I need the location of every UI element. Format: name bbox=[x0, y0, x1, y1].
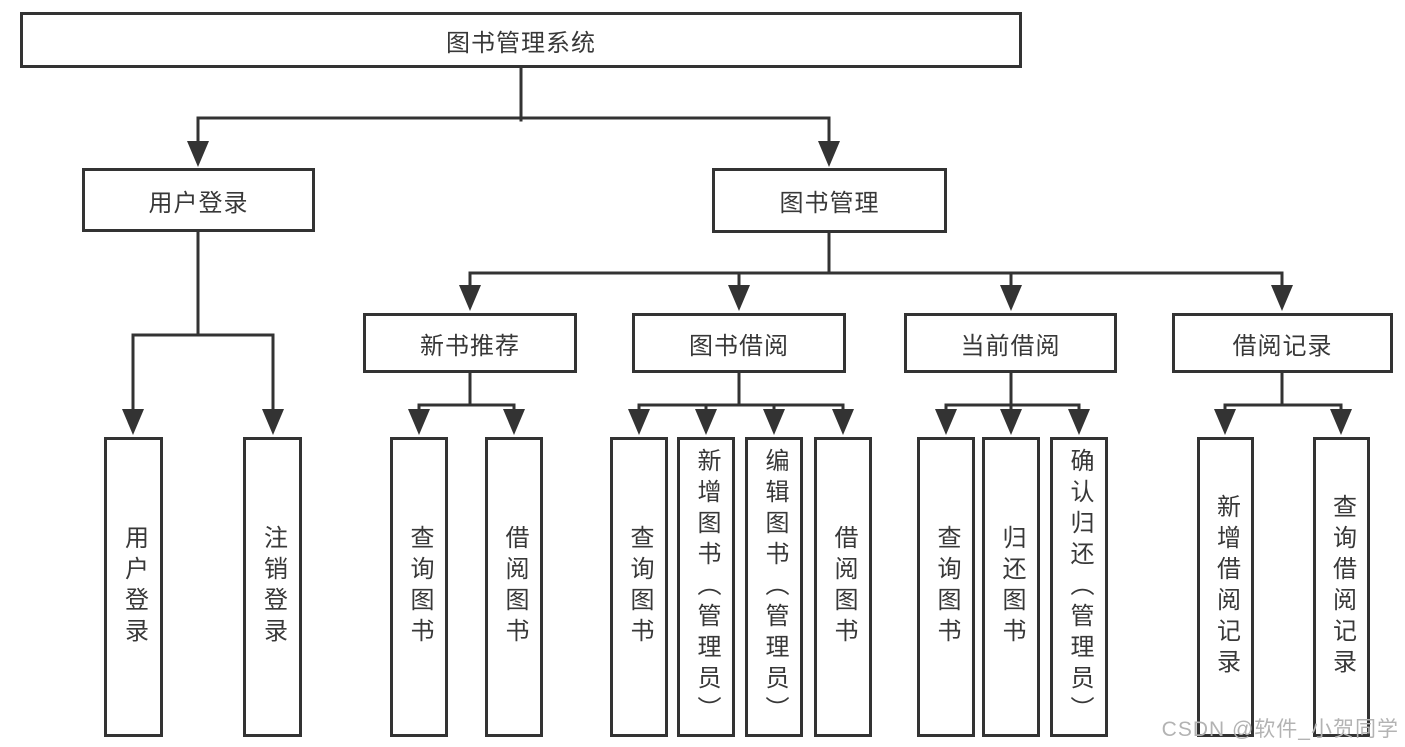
node-root-label: 图书管理系统 bbox=[446, 29, 596, 57]
arrow-down-icon bbox=[459, 285, 481, 311]
node-new-book-recommend-label: 新书推荐 bbox=[420, 332, 520, 360]
node-leaf-confirm-return-admin: 确认归还（管理员） bbox=[1050, 437, 1108, 737]
node-leaf-query-book-recommend-label: 查询图书 bbox=[406, 525, 433, 649]
node-leaf-borrow-book: 借阅图书 bbox=[814, 437, 872, 737]
node-leaf-query-book-borrowing-label: 查询图书 bbox=[626, 525, 653, 649]
node-root: 图书管理系统 bbox=[20, 12, 1022, 68]
arrow-down-icon bbox=[935, 409, 957, 435]
arrow-down-icon bbox=[408, 409, 430, 435]
arrow-down-icon bbox=[187, 141, 209, 167]
node-book-borrowing: 图书借阅 bbox=[632, 313, 846, 373]
node-leaf-user-login-label: 用户登录 bbox=[120, 525, 148, 649]
node-user-login: 用户登录 bbox=[82, 168, 315, 232]
node-leaf-borrow-book-recommend: 借阅图书 bbox=[485, 437, 543, 737]
node-leaf-add-book-admin-label: 新增图书（管理员） bbox=[693, 447, 720, 727]
arrow-down-icon bbox=[818, 141, 840, 167]
node-current-borrowing: 当前借阅 bbox=[904, 313, 1117, 373]
arrow-down-icon bbox=[628, 409, 650, 435]
arrow-down-icon bbox=[122, 409, 144, 435]
node-current-borrowing-label: 当前借阅 bbox=[960, 332, 1061, 360]
arrow-down-icon bbox=[1214, 409, 1236, 435]
node-leaf-logout: 注销登录 bbox=[243, 437, 302, 737]
node-leaf-borrow-book-recommend-label: 借阅图书 bbox=[501, 525, 528, 649]
arrow-down-icon bbox=[262, 409, 284, 435]
csdn-watermark: CSDN @软件_小贺同学 bbox=[1161, 718, 1399, 741]
arrow-down-icon bbox=[695, 409, 717, 435]
node-book-management: 图书管理 bbox=[712, 168, 947, 233]
node-leaf-return-book: 归还图书 bbox=[982, 437, 1040, 737]
node-leaf-query-book-borrowing: 查询图书 bbox=[610, 437, 668, 737]
arrow-down-icon bbox=[1271, 285, 1293, 311]
arrow-down-icon bbox=[503, 409, 525, 435]
node-leaf-query-book-current: 查询图书 bbox=[917, 437, 975, 737]
node-leaf-confirm-return-admin-label: 确认归还（管理员） bbox=[1066, 447, 1093, 727]
node-leaf-add-borrow-record: 新增借阅记录 bbox=[1197, 437, 1254, 737]
node-book-borrowing-label: 图书借阅 bbox=[689, 332, 789, 360]
node-book-management-label: 图书管理 bbox=[779, 190, 880, 217]
arrow-down-icon bbox=[1330, 409, 1352, 435]
node-new-book-recommend: 新书推荐 bbox=[363, 313, 577, 373]
node-leaf-query-book-recommend: 查询图书 bbox=[390, 437, 448, 737]
node-leaf-logout-label: 注销登录 bbox=[259, 525, 287, 649]
arrow-down-icon bbox=[1068, 409, 1090, 435]
arrow-down-icon bbox=[1000, 409, 1022, 435]
node-leaf-borrow-book-label: 借阅图书 bbox=[830, 525, 857, 649]
node-leaf-edit-book-admin: 编辑图书（管理员） bbox=[745, 437, 803, 737]
node-leaf-edit-book-admin-label: 编辑图书（管理员） bbox=[761, 447, 788, 727]
node-borrowing-records-label: 借阅记录 bbox=[1232, 332, 1333, 360]
arrow-down-icon bbox=[832, 409, 854, 435]
arrow-down-icon bbox=[728, 285, 750, 311]
node-leaf-query-borrow-record-label: 查询借阅记录 bbox=[1328, 494, 1356, 680]
arrow-down-icon bbox=[763, 409, 785, 435]
node-leaf-return-book-label: 归还图书 bbox=[998, 525, 1025, 649]
arrow-down-icon bbox=[1000, 285, 1022, 311]
node-user-login-label: 用户登录 bbox=[148, 189, 249, 217]
node-leaf-user-login: 用户登录 bbox=[104, 437, 163, 737]
node-leaf-query-borrow-record: 查询借阅记录 bbox=[1313, 437, 1370, 737]
node-leaf-add-borrow-record-label: 新增借阅记录 bbox=[1212, 494, 1240, 680]
node-borrowing-records: 借阅记录 bbox=[1172, 313, 1393, 373]
node-leaf-query-book-current-label: 查询图书 bbox=[933, 525, 960, 649]
node-leaf-add-book-admin: 新增图书（管理员） bbox=[677, 437, 735, 737]
